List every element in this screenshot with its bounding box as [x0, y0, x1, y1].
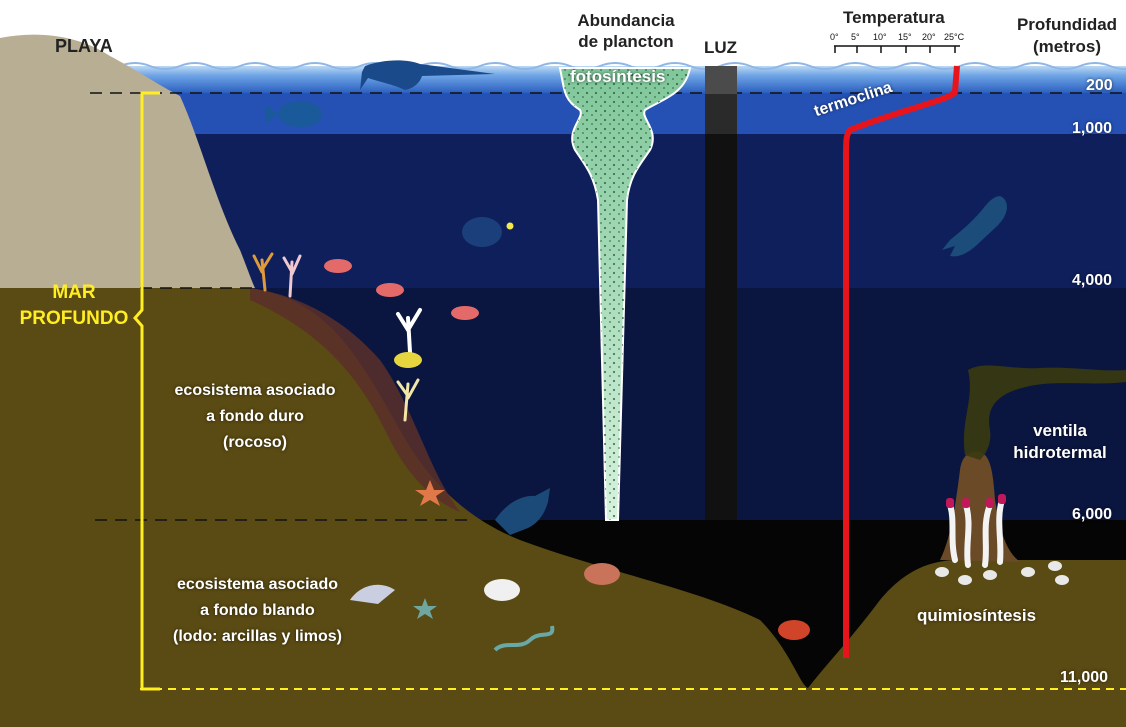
temp-tick-label: 0° — [830, 32, 839, 42]
yellow-sponge — [394, 352, 422, 368]
temp-tick-label: 15° — [898, 32, 912, 42]
deep-sea-line2: PROFUNDO — [14, 306, 134, 332]
anglerfish-lure — [507, 223, 514, 230]
temp-tick-label: 25°C — [944, 32, 964, 42]
fish-silhouette — [278, 101, 322, 127]
deep-sea-label: MAR PROFUNDO — [14, 280, 134, 332]
soft-bottom-line2: a fondo blando — [140, 598, 375, 624]
light-column — [705, 66, 737, 520]
plankton-title-line1: Abundancia — [566, 10, 686, 31]
vent-line2: hidrotermal — [1000, 442, 1120, 464]
depth-title: Profundidad (metros) — [1008, 14, 1126, 58]
hard-bottom-label: ecosistema asociado a fondo duro (rocoso… — [155, 378, 355, 456]
hard-bottom-line1: ecosistema asociado — [155, 378, 355, 404]
depth-title-line1: Profundidad — [1008, 14, 1126, 36]
light-column-surface — [705, 66, 737, 94]
temp-tick-label: 20° — [922, 32, 936, 42]
vent-line1: ventila — [1000, 420, 1120, 442]
soft-bottom-label: ecosistema asociado a fondo blando (lodo… — [140, 572, 375, 650]
depth-mark-6000: 6,000 — [1072, 506, 1112, 524]
hard-bottom-line3: (rocoso) — [155, 430, 355, 456]
light-column-twilight — [705, 94, 737, 134]
temp-tick-label: 5° — [851, 32, 860, 42]
depth-mark-4000: 4,000 — [1072, 272, 1112, 290]
hydrothermal-vent-label: ventila hidrotermal — [1000, 420, 1120, 464]
depth-mark-11000: 11,000 — [1060, 669, 1108, 687]
depth-title-line2: (metros) — [1008, 36, 1126, 58]
spider-crab — [584, 563, 620, 585]
light-title: LUZ — [704, 38, 737, 58]
temperature-title: Temperatura — [843, 8, 945, 28]
deep-sea-line1: MAR — [14, 280, 134, 306]
plankton-title: Abundancia de plancton — [566, 10, 686, 52]
depth-mark-200: 200 — [1086, 77, 1113, 95]
soft-bottom-line1: ecosistema asociado — [140, 572, 375, 598]
sea-cucumber — [484, 579, 520, 601]
plankton-title-line2: de plancton — [566, 31, 686, 52]
chemosynthesis-label: quimiosíntesis — [917, 606, 1036, 626]
hard-bottom-line2: a fondo duro — [155, 404, 355, 430]
beach-label: PLAYA — [55, 36, 113, 57]
depth-mark-1000: 1,000 — [1072, 120, 1112, 138]
soft-bottom-line3: (lodo: arcillas y limos) — [140, 624, 375, 650]
temp-tick-label: 10° — [873, 32, 887, 42]
anglerfish-silhouette — [462, 217, 502, 247]
photosynthesis-label: fotosíntesis — [570, 67, 665, 87]
red-crustacean — [778, 620, 810, 640]
